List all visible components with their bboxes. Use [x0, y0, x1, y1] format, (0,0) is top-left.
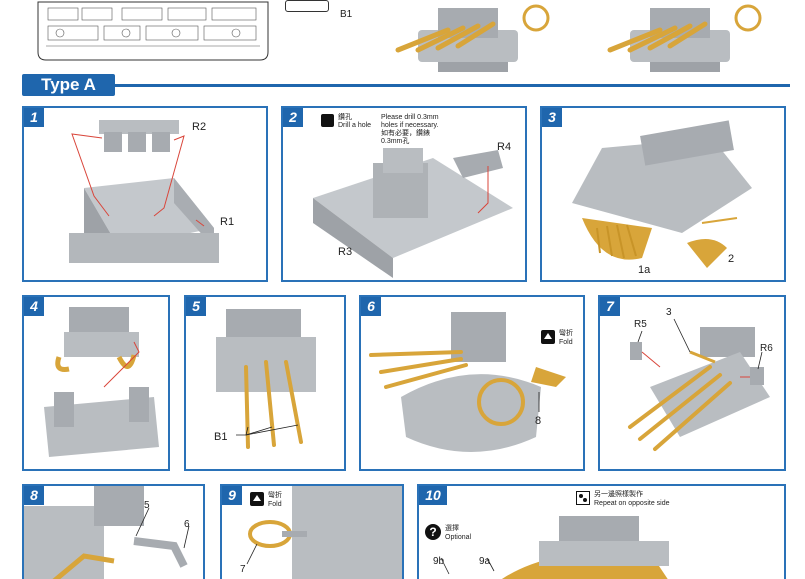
fold-label-en: Fold	[559, 339, 573, 346]
fold-icon	[250, 492, 264, 506]
fold-icon	[541, 330, 555, 344]
step-1-panel: 1 R2 R1	[22, 106, 268, 282]
repeat-label-cn: 另一邊照樣製作	[594, 491, 643, 498]
step-8-panel: 8 5 6	[22, 484, 205, 579]
step-9-panel: 9 彎折 Fold 7	[220, 484, 404, 579]
step-number: 7	[600, 297, 620, 316]
part-label: B1	[214, 431, 228, 443]
sprue-label: B1	[340, 9, 353, 20]
step-8-illustration	[24, 486, 190, 579]
drill-detail-line: Please drill 0.3mm	[381, 114, 439, 121]
step-5-panel: 5 B1	[184, 295, 346, 471]
step-number: 5	[186, 297, 206, 316]
part-label: 1a	[638, 264, 651, 276]
step-2-illustration	[313, 148, 513, 278]
step-number: 9	[222, 486, 242, 505]
drill-detail-line: 如有必要，鑽錶	[381, 130, 430, 137]
part-label: 9a	[479, 556, 491, 567]
step-10-illustration	[440, 516, 669, 579]
completed-model-preview-1	[378, 0, 568, 78]
completed-model-preview-2	[590, 0, 780, 78]
step-9-illustration	[246, 486, 402, 579]
part-label: 2	[728, 253, 735, 265]
step-7-panel: 7 R5 3 R6	[598, 295, 786, 471]
part-label: R3	[338, 246, 353, 258]
part-label: R6	[760, 343, 773, 354]
photo-etch-sheet-drawing	[37, 1, 269, 61]
part-label: R4	[497, 141, 512, 153]
fold-label-cn: 彎折	[268, 492, 282, 499]
repeat-label-en: Repeat on opposite side	[594, 500, 670, 507]
type-header-rule	[22, 84, 790, 87]
step-10-panel: 10 另一邊照樣製作 Repeat on opposite side ? 選擇 …	[417, 484, 786, 579]
drill-detail-line: holes if necessary.	[381, 122, 439, 129]
optional-label-en: Optional	[445, 534, 472, 541]
fold-label-en: Fold	[268, 501, 282, 508]
photo-etch-sheet	[36, 0, 271, 62]
step-4-panel: 4	[22, 295, 170, 471]
optional-icon: ?	[425, 524, 441, 540]
part-label: R1	[220, 216, 235, 228]
step-number: 10	[419, 486, 447, 505]
step-3-panel: 3 1a 2	[540, 106, 786, 282]
part-label: 9b	[433, 556, 445, 567]
step-6-illustration	[369, 312, 566, 452]
drill-note-cn: 鑽孔	[338, 114, 352, 121]
step-number: 8	[24, 486, 44, 505]
step-number: 2	[283, 108, 303, 127]
part-label: 7	[240, 564, 246, 575]
step-number: 1	[24, 108, 44, 127]
step-3-illustration	[572, 120, 752, 268]
part-label: R5	[634, 319, 647, 330]
step-2-panel: 2 鑽孔 Drill a hole Please drill 0.3mm hol…	[281, 106, 527, 282]
sprue-thumbnail	[285, 0, 329, 12]
step-1-illustration	[69, 120, 219, 263]
type-title: Type A	[22, 74, 115, 96]
step-4-illustration	[44, 307, 159, 457]
type-header: Type A	[22, 74, 790, 96]
step-number: 6	[361, 297, 381, 316]
part-label: R2	[192, 121, 207, 133]
step-7-illustration	[628, 318, 770, 451]
drill-note-en: Drill a hole	[338, 122, 372, 129]
optional-label-cn: 選擇	[445, 525, 459, 532]
part-label: 6	[184, 519, 190, 530]
drill-icon	[321, 114, 334, 127]
step-number: 3	[542, 108, 562, 127]
repeat-icon	[576, 491, 590, 505]
part-label: 8	[535, 415, 542, 427]
step-6-panel: 6 彎折 Fold 8	[359, 295, 585, 471]
part-label: 3	[666, 307, 672, 318]
drill-detail-line: 0.3mm孔	[381, 138, 410, 145]
fold-label-cn: 彎折	[559, 330, 573, 337]
step-number: 4	[24, 297, 44, 316]
part-label: 5	[144, 500, 150, 511]
step-5-illustration	[216, 309, 316, 449]
